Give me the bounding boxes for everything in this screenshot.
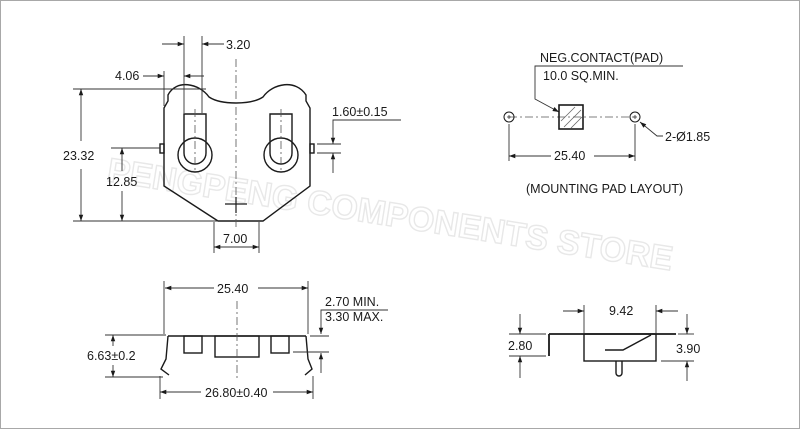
dim-front-height: 6.63±0.2 — [87, 349, 136, 363]
watermark-text: PENGPENG COMPONENTS STORE — [105, 151, 676, 278]
hole-callout: 2-Ø1.85 — [665, 130, 710, 144]
dim-left-height: 2.80 — [508, 339, 532, 353]
dim-overall-width: 26.80±0.40 — [205, 386, 268, 400]
side-view: 9.42 2.80 3.90 — [508, 304, 700, 381]
dim-right-height: 3.90 — [676, 342, 700, 356]
mounting-pad-layout: NEG.CONTACT(PAD) 10.0 SQ.MIN. 2-Ø1.85 25… — [503, 51, 710, 196]
pad-size-callout: 10.0 SQ.MIN. — [543, 69, 619, 83]
dim-bottom-width: 7.00 — [223, 232, 247, 246]
dim-pad-pitch: 25.40 — [554, 149, 585, 163]
dim-side-width: 9.42 — [609, 304, 633, 318]
dim-tab-height: 12.85 — [106, 175, 137, 189]
top-view: 3.20 4.06 23.32 12.85 7.00 1.60±0.15 — [63, 36, 401, 253]
dim-clearance-max: 3.30 MAX. — [325, 310, 383, 324]
neg-contact-callout: NEG.CONTACT(PAD) — [540, 51, 663, 65]
dim-front-pitch: 25.40 — [217, 282, 248, 296]
dim-overall-height: 23.32 — [63, 149, 94, 163]
front-view: 25.40 2.70 MIN. 3.30 MAX. 6.63±0.2 26.80… — [87, 281, 388, 400]
pad-layout-caption: (MOUNTING PAD LAYOUT) — [526, 182, 683, 196]
dim-clearance-min: 2.70 MIN. — [325, 295, 379, 309]
dim-side-tab: 1.60±0.15 — [332, 105, 388, 119]
dim-slot-offset: 4.06 — [115, 69, 139, 83]
dim-slot-width: 3.20 — [226, 38, 250, 52]
